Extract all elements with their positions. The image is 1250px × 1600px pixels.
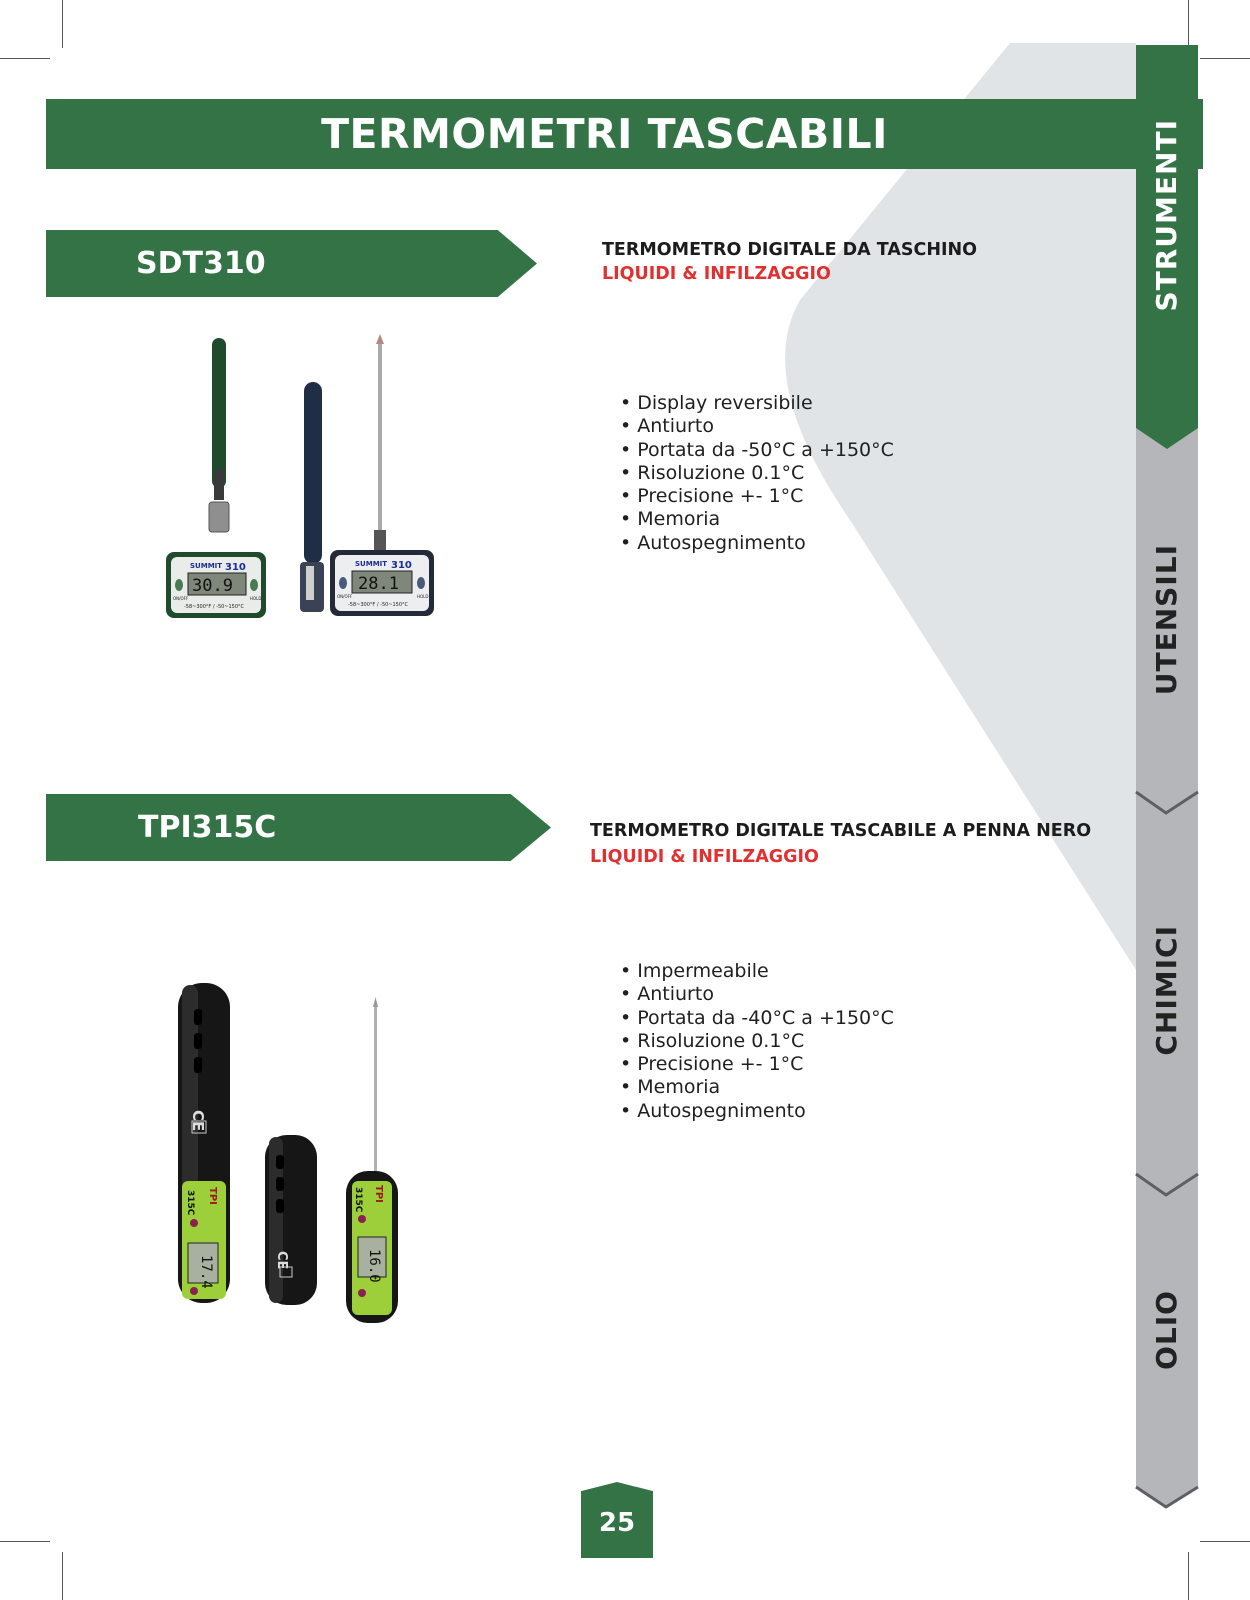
- device-button-label: HOLD: [250, 596, 261, 601]
- side-tab-strumenti[interactable]: STRUMENTI: [1136, 60, 1196, 370]
- feature-item: Memoria: [620, 1076, 894, 1099]
- product-title: TERMOMETRO DIGITALE DA TASCHINO: [602, 240, 978, 260]
- feature-list: Display reversibile Antiurto Portata da …: [620, 392, 894, 555]
- feature-item: Autospegnimento: [620, 532, 894, 555]
- tab-separator: [1135, 1485, 1199, 1509]
- side-tab-label: STRUMENTI: [1149, 118, 1183, 312]
- crop-mark: [0, 58, 50, 59]
- crop-mark: [62, 0, 63, 48]
- device-button-label: HOLD: [417, 594, 428, 599]
- device-brand: TPI: [373, 1185, 384, 1203]
- product-code-tag: SDT310: [46, 230, 537, 297]
- device-button-label: ON/OFF: [173, 596, 189, 601]
- crop-mark: [1200, 58, 1250, 59]
- feature-item: Precisione +- 1°C: [620, 485, 894, 508]
- feature-item: Antiurto: [620, 415, 894, 438]
- device-reading: 16.0: [366, 1249, 382, 1283]
- device-brand: SUMMIT: [355, 560, 387, 568]
- device-model: 310: [391, 560, 412, 571]
- feature-item: Memoria: [620, 508, 894, 531]
- side-tab-label: OLIO: [1149, 1290, 1183, 1370]
- product-description: TERMOMETRO DIGITALE TASCABILE A PENNA NE…: [590, 818, 1091, 870]
- feature-item: Portata da -50°C a +150°C: [620, 439, 894, 462]
- product-code: SDT310: [136, 246, 266, 281]
- product-code-tag: TPI315C: [46, 794, 551, 861]
- feature-item: Risoluzione 0.1°C: [620, 462, 894, 485]
- product-code: TPI315C: [138, 810, 277, 845]
- device-model: 315C: [353, 1187, 363, 1213]
- page-title-bar: TERMOMETRI TASCABILI: [46, 99, 1203, 169]
- product-description: TERMOMETRO DIGITALE DA TASCHINO LIQUIDI …: [602, 238, 977, 286]
- device-scale: -58~300°F / -50~150°C: [184, 604, 245, 610]
- feature-item: Portata da -40°C a +150°C: [620, 1007, 894, 1030]
- side-tab-background: [1136, 425, 1198, 1507]
- device-reading: 30.9: [192, 576, 233, 596]
- page-number: 25: [581, 1482, 653, 1558]
- device-brand: SUMMIT: [190, 562, 222, 570]
- crop-mark: [1200, 1541, 1250, 1542]
- tab-separator: [1135, 1172, 1199, 1197]
- device-reading: 28.1: [358, 574, 399, 594]
- device-model: 315C: [185, 1190, 195, 1216]
- ce-mark: CE: [274, 1251, 289, 1269]
- feature-item: Impermeabile: [620, 960, 894, 983]
- side-tab-label: CHIMICI: [1149, 924, 1183, 1056]
- product-title: TERMOMETRO DIGITALE TASCABILE A PENNA NE…: [590, 821, 1092, 841]
- device-reading: 17.4: [198, 1255, 214, 1289]
- feature-item: Risoluzione 0.1°C: [620, 1030, 894, 1053]
- device-scale: -58~300°F / -50~150°C: [348, 602, 409, 608]
- product-subtitle: LIQUIDI & INFILZAGGIO: [590, 847, 819, 867]
- page-title: TERMOMETRI TASCABILI: [321, 110, 888, 158]
- feature-item: Precisione +- 1°C: [620, 1053, 894, 1076]
- device-brand: TPI: [207, 1187, 218, 1205]
- product-image-sdt310: SUMMIT 310 30.9 ON/OFF HOLD -58~300°F / …: [166, 334, 434, 618]
- feature-list: Impermeabile Antiurto Portata da -40°C a…: [620, 960, 894, 1123]
- crop-mark: [1188, 1552, 1189, 1600]
- crop-mark: [62, 1552, 63, 1600]
- feature-item: Autospegnimento: [620, 1100, 894, 1123]
- feature-item: Display reversibile: [620, 392, 894, 415]
- tab-separator: [1135, 790, 1199, 815]
- page-number-text: 25: [598, 1508, 636, 1538]
- crop-mark: [0, 1541, 50, 1542]
- product-image-tpi315c: CE 17.4 315C TPI CE 16.0 315C TPI: [178, 983, 398, 1323]
- device-button-label: ON/OFF: [337, 594, 353, 599]
- feature-item: Antiurto: [620, 983, 894, 1006]
- product-subtitle: LIQUIDI & INFILZAGGIO: [602, 264, 831, 284]
- device-model: 310: [225, 562, 246, 573]
- side-tab-olio[interactable]: OLIO: [1136, 1210, 1196, 1450]
- gray-wedge-shape: [785, 43, 1136, 970]
- crop-mark: [1188, 0, 1189, 48]
- side-tab-utensili[interactable]: UTENSILI: [1136, 460, 1196, 780]
- side-tab-chimici[interactable]: CHIMICI: [1136, 830, 1196, 1150]
- side-tab-label: UTENSILI: [1149, 544, 1183, 696]
